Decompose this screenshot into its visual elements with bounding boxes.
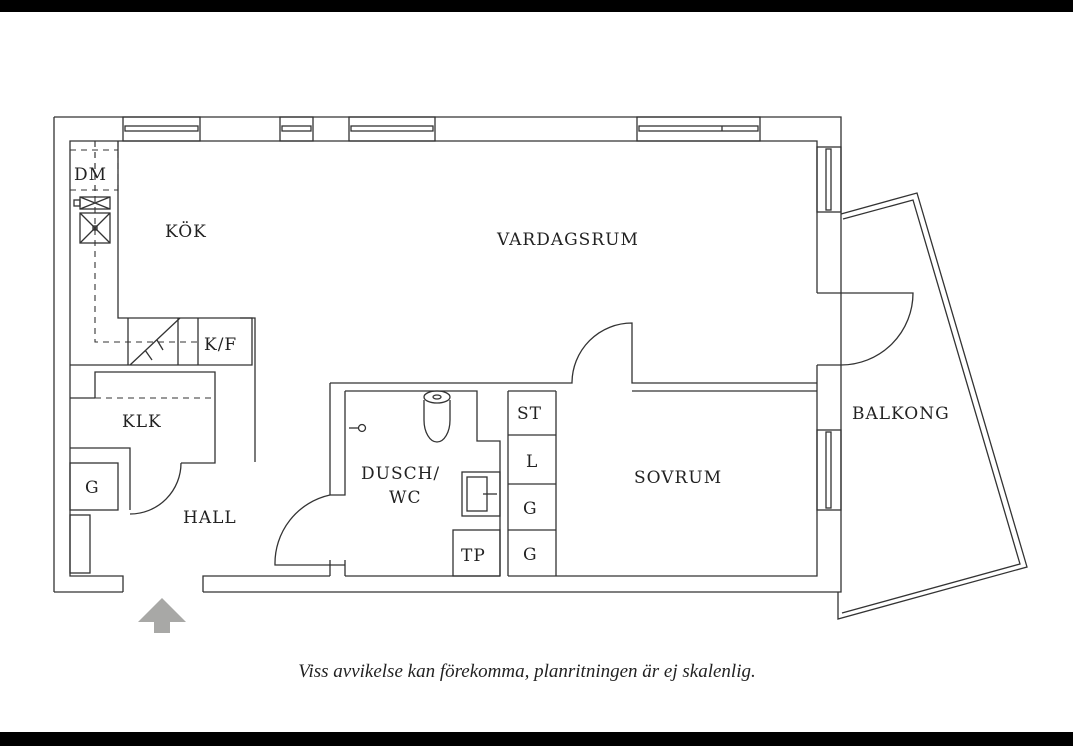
room-label-sovrum: SOVRUM <box>634 468 722 488</box>
room-label-klk: KLK <box>122 412 162 432</box>
bathroom-walls <box>274 383 501 577</box>
balcony-door <box>817 292 914 366</box>
label-l: L <box>526 452 538 472</box>
room-label-dusch: DUSCH/ <box>361 464 440 484</box>
room-label-hall: HALL <box>183 508 237 528</box>
label-g-storage-1: G <box>523 499 538 519</box>
towel-hook-icon <box>349 423 367 433</box>
disclaimer-caption: Viss avvikelse kan förekomma, planritnin… <box>298 661 755 682</box>
entrance-arrow-icon <box>138 598 186 633</box>
kitchen-counter <box>70 141 256 462</box>
windows <box>122 116 842 511</box>
top-black-bar <box>0 0 1073 12</box>
label-st: ST <box>517 404 542 424</box>
hall-furniture <box>69 371 216 574</box>
room-label-balkong: BALKONG <box>852 404 950 424</box>
balcony <box>837 192 1028 620</box>
room-label-kok: KÖK <box>165 221 207 242</box>
room-label-vardagsrum: VARDAGSRUM <box>496 230 639 250</box>
label-g-hall: G <box>85 478 100 498</box>
bedroom-wall <box>330 322 817 576</box>
label-tp: TP <box>461 546 486 566</box>
label-kf: K/F <box>204 335 237 355</box>
bottom-black-bar <box>0 732 1073 746</box>
room-label-wc: WC <box>389 488 421 508</box>
label-g-storage-2: G <box>523 545 538 565</box>
toilet-icon <box>423 390 451 443</box>
label-dm: DM <box>74 165 107 185</box>
outer-walls <box>53 116 842 593</box>
